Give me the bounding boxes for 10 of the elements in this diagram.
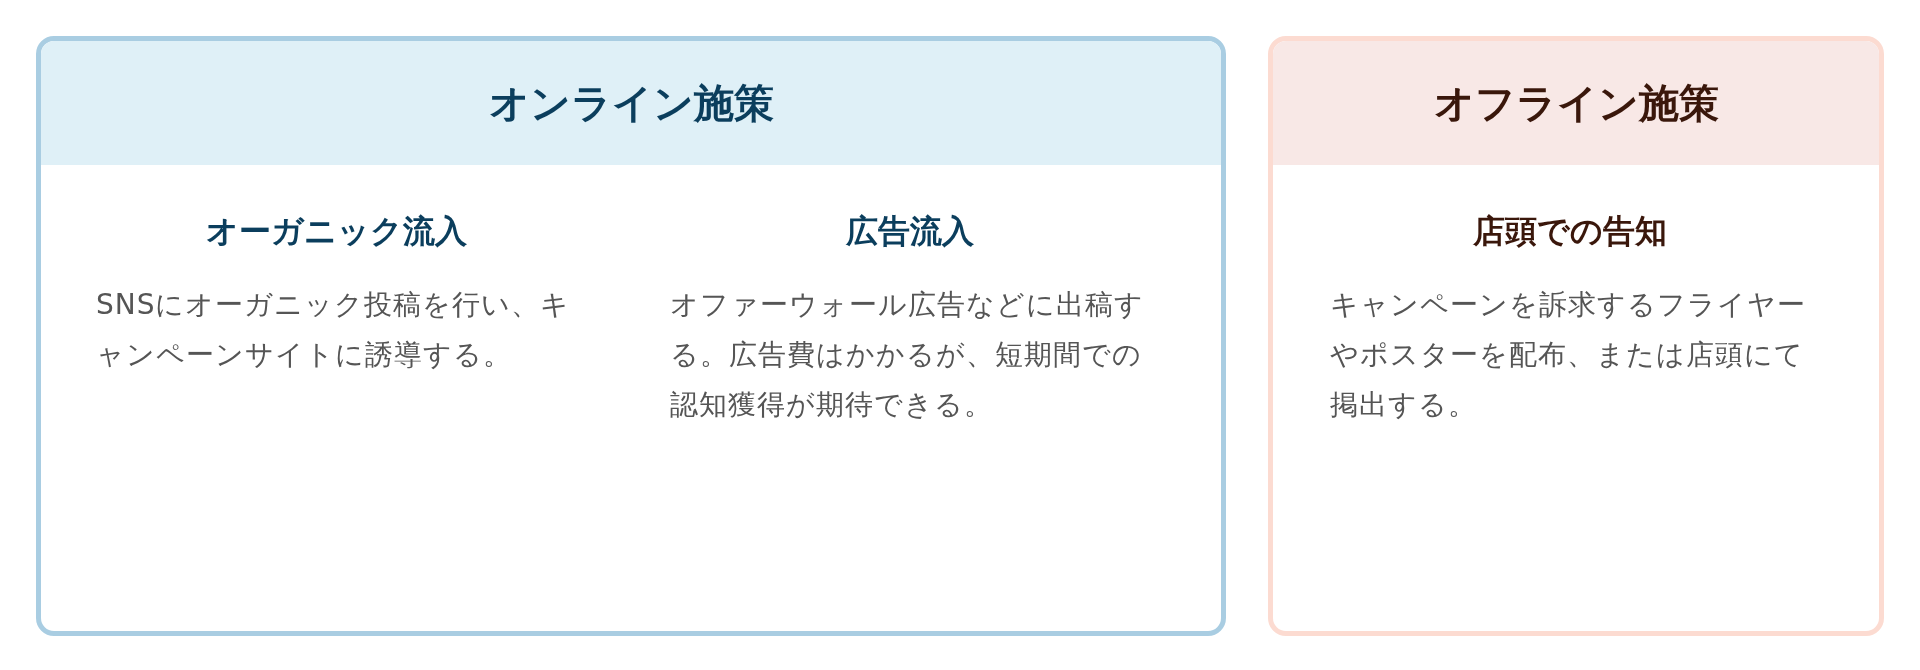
panel-title: オフライン施策 <box>1433 78 1719 128</box>
section-heading: 広告流入 <box>845 211 975 252</box>
section-heading: オーガニック流入 <box>204 211 468 252</box>
description-text: オファーウォール広告などに出稿する。広告費はかかるが、短期間での認知獲得が期待できる。 <box>670 287 1145 423</box>
section-heading: 店頭での告知 <box>1472 211 1668 252</box>
panel-card <box>1268 36 1884 636</box>
panel-card <box>36 36 1226 636</box>
panel-title: オンライン施策 <box>488 78 774 128</box>
description-text: キャンペーンを訴求するフライヤーやポスターを配布、または店頭にて掲出する。 <box>1330 287 1807 423</box>
description-text: SNSにオーガニック投稿を行い、キャンペーンサイトに誘導する。 <box>96 287 572 373</box>
